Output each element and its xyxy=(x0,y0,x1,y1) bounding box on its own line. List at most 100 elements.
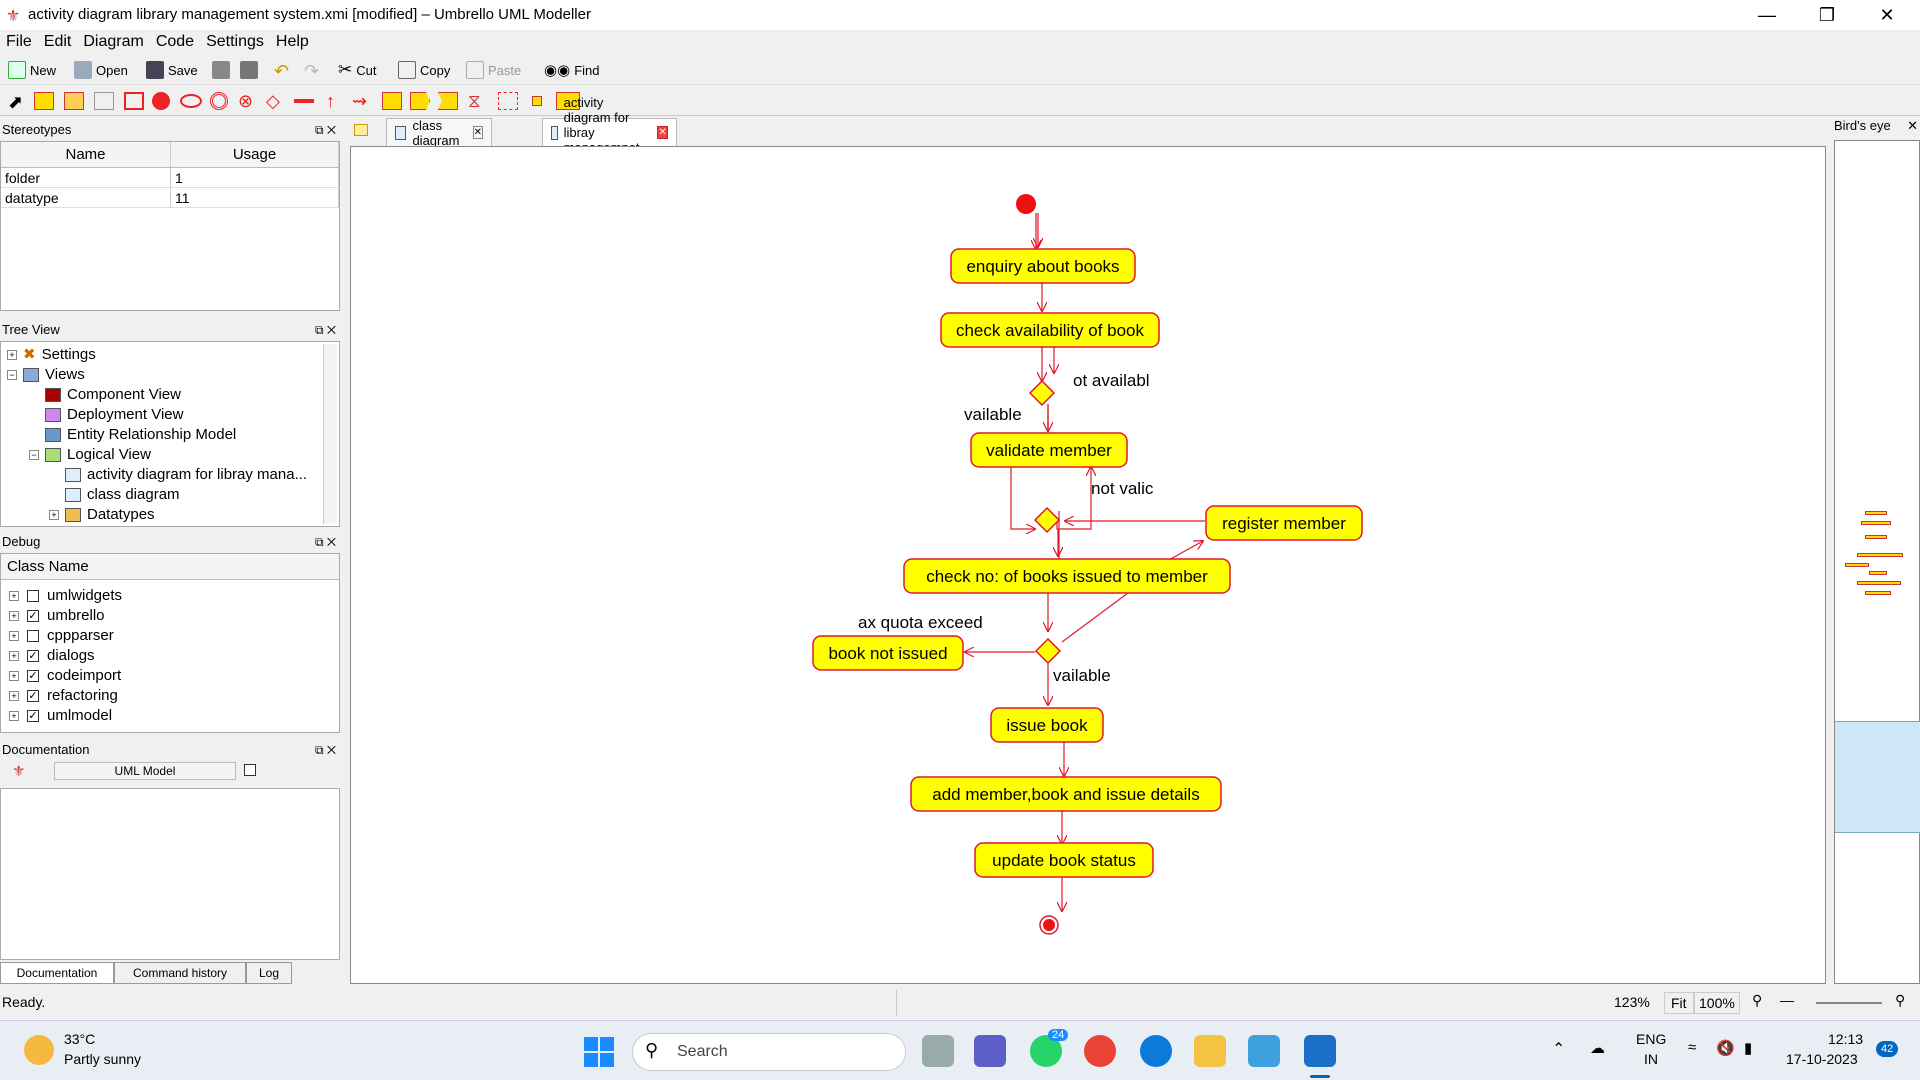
minimize-button[interactable]: — xyxy=(1758,5,1776,25)
debug-item[interactable]: +✓umbrello xyxy=(9,606,339,626)
tree-item-datatypes[interactable]: +Datatypes xyxy=(49,505,155,525)
new-button[interactable]: New xyxy=(8,58,56,82)
umbrello-taskbar-icon[interactable] xyxy=(1304,1035,1336,1067)
expand-icon[interactable]: + xyxy=(9,611,19,621)
expand-icon[interactable]: + xyxy=(9,671,19,681)
birdseye-view[interactable] xyxy=(1834,140,1920,984)
edge-icon[interactable] xyxy=(1140,1035,1172,1067)
decision-icon[interactable]: ◇ xyxy=(266,91,280,111)
new-diagram-icon[interactable] xyxy=(350,120,372,144)
expand-icon[interactable]: + xyxy=(49,510,59,520)
xyz-tool-icon[interactable] xyxy=(34,92,54,110)
expand-icon[interactable]: + xyxy=(9,591,19,601)
minus-icon[interactable]: — xyxy=(1780,992,1794,1008)
menu-help[interactable]: Help xyxy=(275,33,309,50)
birdseye-viewport[interactable] xyxy=(1835,721,1920,833)
tree-item-logical-view[interactable]: −Logical View xyxy=(29,445,151,465)
debug-item[interactable]: +✓umlmodel xyxy=(9,706,339,726)
signal-icon[interactable]: ⇝ xyxy=(352,91,368,111)
cloud-icon[interactable]: ☁ xyxy=(1590,1040,1605,1057)
tree-item-class-diagram[interactable]: class diagram xyxy=(65,485,180,505)
volume-muted-icon[interactable]: 🔇 xyxy=(1716,1040,1735,1057)
note-tool-icon[interactable] xyxy=(94,92,114,110)
tab-command-history[interactable]: Command history xyxy=(114,962,246,984)
uml-model-button[interactable]: UML Model xyxy=(54,762,236,780)
clock-time[interactable]: 12:13 xyxy=(1828,1031,1864,1047)
zoom-out-icon[interactable]: ⚲ xyxy=(1752,992,1763,1008)
tab-close-icon[interactable]: ✕ xyxy=(472,126,483,139)
cut-button[interactable]: ✂Cut xyxy=(338,58,376,82)
tree-item-views[interactable]: −Views xyxy=(7,365,85,385)
activity-tool-icon[interactable] xyxy=(180,94,202,108)
activity-validate-member-box[interactable] xyxy=(970,432,1128,468)
menu-edit[interactable]: Edit xyxy=(43,33,72,50)
weather-icon[interactable] xyxy=(24,1035,54,1065)
paste-button[interactable]: Paste xyxy=(466,58,521,82)
battery-icon[interactable]: ▮ xyxy=(1744,1040,1753,1057)
open-button[interactable]: Open xyxy=(74,58,128,82)
tree-item-deployment-view[interactable]: Deployment View xyxy=(45,405,183,425)
expand-icon[interactable]: + xyxy=(7,350,17,360)
col-name-header[interactable]: Name xyxy=(1,142,171,167)
tree-item-settings[interactable]: +✖Settings xyxy=(7,345,96,365)
expand-icon[interactable]: + xyxy=(9,691,19,701)
activity-register-member-box[interactable] xyxy=(1205,505,1363,541)
menu-code[interactable]: Code xyxy=(155,33,195,50)
close-button[interactable]: ✕ xyxy=(1879,5,1895,25)
documentation-text[interactable] xyxy=(0,788,340,960)
wifi-icon[interactable]: ≈ xyxy=(1688,1039,1697,1056)
panel-close-icon[interactable]: ⧉ ✕ xyxy=(314,123,336,137)
print-button[interactable] xyxy=(212,58,230,82)
transition-edge[interactable] xyxy=(1056,467,1091,530)
region-icon[interactable] xyxy=(498,92,518,110)
tab-log[interactable]: Log xyxy=(246,962,292,984)
panel-close-icon[interactable]: ✕ xyxy=(1907,118,1918,133)
transition-icon[interactable]: ↑ xyxy=(326,91,335,111)
activity-check-books-box[interactable] xyxy=(903,558,1231,594)
rect-tool-icon[interactable] xyxy=(124,92,144,110)
checkbox[interactable]: ✓ xyxy=(27,710,39,722)
transition-edge[interactable] xyxy=(1010,464,1035,529)
store-icon[interactable] xyxy=(1248,1035,1280,1067)
notification-badge[interactable]: 42 xyxy=(1876,1041,1899,1057)
checkbox[interactable] xyxy=(27,630,39,642)
diagram-canvas[interactable]: enquiry about books check availability o… xyxy=(350,146,1826,984)
fork-icon[interactable] xyxy=(294,99,314,103)
class-name-header[interactable]: Class Name xyxy=(7,558,89,575)
debug-item[interactable]: +umlwidgets xyxy=(9,586,339,606)
select-arrow-icon[interactable]: ⬈ xyxy=(8,92,24,112)
debug-item[interactable]: +✓dialogs xyxy=(9,646,339,666)
restore-button[interactable]: ❐ xyxy=(1818,5,1836,25)
search-box[interactable]: ⚲ Search xyxy=(632,1033,906,1071)
final-node-icon[interactable] xyxy=(210,92,228,110)
col-usage-header[interactable]: Usage xyxy=(171,142,339,167)
decision-valid[interactable] xyxy=(1033,506,1061,534)
object-tool-icon[interactable] xyxy=(382,92,402,110)
activity-book-not-issued-box[interactable] xyxy=(812,635,964,671)
panel-close-icon[interactable]: ⧉ ✕ xyxy=(314,743,336,757)
menu-diagram[interactable]: Diagram xyxy=(83,33,144,50)
print-preview-button[interactable] xyxy=(240,58,258,82)
tree-item-entity-relationship[interactable]: Entity Relationship Model xyxy=(45,425,236,445)
activity-add-details-box[interactable] xyxy=(910,776,1222,812)
fit-button[interactable]: Fit xyxy=(1664,992,1694,1014)
menu-file[interactable]: File xyxy=(6,33,32,50)
documentation-checkbox[interactable] xyxy=(244,764,256,776)
activity-check-availability-box[interactable] xyxy=(940,312,1160,348)
windows-start-icon[interactable] xyxy=(584,1037,614,1067)
collapse-icon[interactable]: − xyxy=(29,450,39,460)
flow-final-icon[interactable]: ⊗ xyxy=(238,91,254,111)
lang-code[interactable]: ENG xyxy=(1636,1031,1667,1047)
tab-close-icon[interactable]: ✕ xyxy=(657,126,668,139)
menu-settings[interactable]: Settings xyxy=(206,33,264,50)
expand-icon[interactable]: + xyxy=(9,651,19,661)
expand-icon[interactable]: + xyxy=(9,631,19,641)
checkbox[interactable]: ✓ xyxy=(27,690,39,702)
zoom-slider[interactable] xyxy=(1816,1002,1882,1004)
activity-enquiry-box[interactable] xyxy=(950,248,1136,284)
activity-update-status-box[interactable] xyxy=(974,842,1154,878)
initial-node-icon[interactable] xyxy=(152,92,170,110)
accept-signal-icon[interactable] xyxy=(438,92,458,110)
task-view-icon[interactable] xyxy=(922,1035,954,1067)
